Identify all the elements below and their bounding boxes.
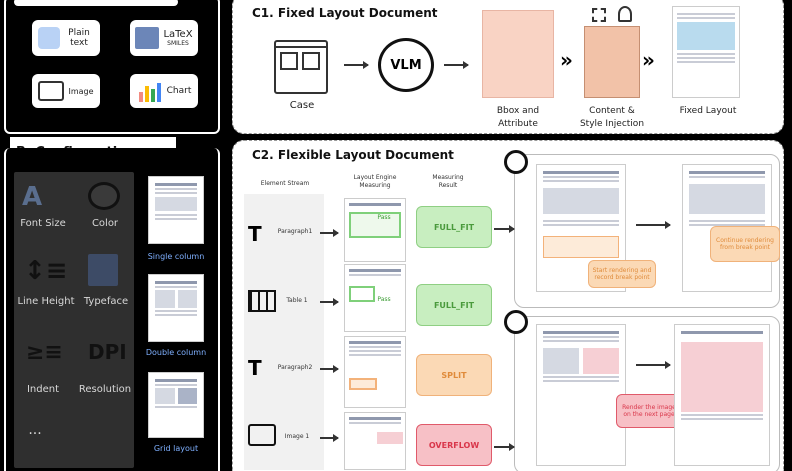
vlm-icon: VLM: [378, 38, 434, 92]
image-label: Image: [68, 86, 94, 96]
paragraph2-label: Paragraph2: [277, 364, 313, 371]
start-rendering-note: Start rendering and record break point: [588, 260, 656, 288]
grid-layout-label: Grid layout: [153, 444, 199, 453]
image1-label: Image 1: [284, 433, 310, 440]
font-size-label: Font Size: [20, 218, 66, 229]
magnifier-icon-1: [504, 150, 528, 174]
indent-label: Indent: [26, 384, 60, 395]
double-chevron-icon: »: [560, 48, 573, 72]
measuring-result-header-2: Result: [438, 182, 458, 189]
chart-label: Chart: [166, 86, 192, 96]
arrow-i1: [320, 434, 339, 441]
p2-measure-doc: [344, 336, 406, 408]
fixed-layout-document: [672, 6, 740, 98]
arrow-p1: [320, 229, 339, 236]
p1-pass: Pass: [377, 214, 391, 221]
line-height-label: Line Height: [17, 296, 75, 307]
layout-engine-header-2: Measuring: [359, 182, 391, 189]
input-types-header: [14, 0, 178, 6]
arrow-overflow-next: [636, 361, 671, 368]
bbox-label-2: Attribute: [498, 119, 538, 129]
measuring-result-header-1: Measuring: [432, 174, 464, 181]
element-stream-header: Element Stream: [260, 180, 310, 187]
font-size-icon: A: [22, 182, 43, 212]
t1-measure-doc: [344, 264, 406, 332]
magnifier-icon-2: [504, 310, 528, 334]
status-overflow: OVERFLOW: [416, 424, 492, 466]
plain-text-label: Plain text: [68, 28, 90, 48]
config-options-box: [14, 172, 134, 468]
status-full-fit-2: FULL_FIT: [416, 284, 492, 326]
arrow-t1: [320, 298, 339, 305]
continue-rendering-note: Continue rendering from break point: [710, 226, 780, 262]
injection-label-2: Style Injection: [579, 119, 645, 129]
arrow-split-continue: [636, 221, 671, 228]
text-icon-2: T: [248, 356, 262, 380]
c2-title: C2. Flexible Layout Document: [252, 148, 454, 162]
plain-text-chip: Plain text: [32, 20, 100, 56]
arrow-p2: [320, 365, 339, 372]
layout-engine-header-1: Layout Engine: [353, 174, 397, 181]
grid-layout-thumb: [148, 372, 204, 438]
bar-chart-icon: [138, 83, 161, 102]
brush-icon: [618, 6, 632, 22]
p1-measure-doc: [344, 198, 406, 262]
typeface-icon: [88, 254, 118, 286]
image-chip: Image: [32, 74, 100, 108]
render-image-note: Render the image on the next page: [616, 394, 682, 428]
image-icon: [38, 81, 65, 101]
palette-icon: [88, 182, 120, 210]
indent-icon: ≥≡: [26, 340, 63, 365]
smiles-label: SMILES: [167, 40, 189, 47]
scan-icon: [592, 8, 606, 22]
bbox-document: [482, 10, 554, 98]
status-full-fit-1: FULL_FIT: [416, 206, 492, 248]
double-chevron-icon-2: »: [642, 48, 655, 72]
injection-document: [584, 26, 640, 98]
double-column-thumb: [148, 274, 204, 342]
vlm-label: VLM: [390, 57, 422, 73]
paragraph1-label: Paragraph1: [277, 228, 313, 235]
case-label: Case: [289, 100, 315, 111]
text-icon-1: T: [248, 222, 262, 246]
more-options: ...: [28, 422, 42, 438]
image-icon-row: [248, 424, 276, 446]
case-icon: [274, 40, 328, 94]
table-icon-1: [248, 290, 276, 312]
input-types-panel: Plain text LaTeX SMILES Image Chart: [4, 0, 220, 134]
bbox-label-1: Bbox and: [496, 106, 540, 116]
i1-measure-doc: [344, 412, 406, 470]
plain-text-icon: [38, 27, 60, 49]
single-column-label: Single column: [147, 252, 205, 261]
latex-label: LaTeX: [163, 29, 193, 40]
arrow-status-to-split: [494, 225, 515, 232]
t1-pass: Pass: [377, 296, 391, 303]
double-column-label: Double column: [145, 348, 207, 357]
injection-label-1: Content &: [589, 106, 635, 116]
arrow-case-vlm: [344, 61, 369, 68]
c1-title: C1. Fixed Layout Document: [252, 6, 438, 20]
fixed-layout-label: Fixed Layout: [679, 106, 737, 116]
arrow-vlm-bbox: [444, 61, 469, 68]
latex-chip: LaTeX SMILES: [130, 20, 198, 56]
resolution-label: Resolution: [78, 384, 132, 395]
latex-icon: [135, 27, 160, 49]
arrow-status-to-overflow: [494, 443, 515, 450]
line-height-icon: ↕≡: [24, 256, 68, 286]
overflow-page-2: [674, 324, 770, 466]
dpi-icon: DPI: [88, 340, 127, 364]
color-label: Color: [91, 218, 119, 229]
single-column-thumb: [148, 176, 204, 244]
status-split: SPLIT: [416, 354, 492, 396]
chart-chip: Chart: [130, 74, 198, 108]
overflow-page-1: [536, 324, 626, 466]
table1-label: Table 1: [286, 297, 308, 304]
typeface-label: Typeface: [83, 296, 129, 307]
